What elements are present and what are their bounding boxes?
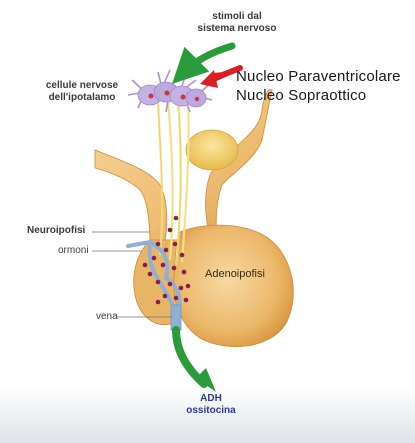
hypothalamic-neurons — [127, 69, 213, 113]
adenohypophysis-label: Adenoipofisi — [205, 268, 265, 280]
stimulus-arrow-green — [172, 42, 236, 84]
vein-label: vena — [96, 311, 118, 322]
adenohypophysis-lobe — [173, 224, 294, 347]
leader-lines — [92, 231, 172, 318]
output-label: ADH ossitocina — [176, 393, 246, 416]
hypothalamus-stalk — [94, 89, 273, 246]
nerve-cells-label-line2: dell'ipotalamo — [48, 91, 116, 103]
output-label-adh: ADH — [200, 393, 222, 404]
neurohypophysis-label: Neuroipofisi — [27, 225, 86, 236]
nerve-cells-label-line1: cellule nervose — [45, 80, 119, 91]
stimuli-label-line2: sistema nervoso — [197, 22, 277, 34]
stimuli-label: stimoli dal sistema nervoso — [196, 11, 278, 34]
vein-vessel — [170, 304, 182, 331]
hormone-dots — [142, 215, 191, 305]
output-label-oxytocin: ossitocina — [186, 404, 236, 416]
nucleus-paraventricular-label: Nucleo Paraventricolare — [236, 68, 401, 85]
bottom-band — [0, 385, 415, 443]
hormones-label: ormoni — [58, 245, 89, 256]
nerve-cells-label: cellule nervose dell'ipotalamo — [36, 80, 128, 103]
nucleus-supraoptic-label: Nucleo Sopraottico — [236, 87, 367, 104]
mammillary-body — [185, 129, 239, 171]
stimuli-label-line1: stimoli dal — [212, 11, 262, 22]
